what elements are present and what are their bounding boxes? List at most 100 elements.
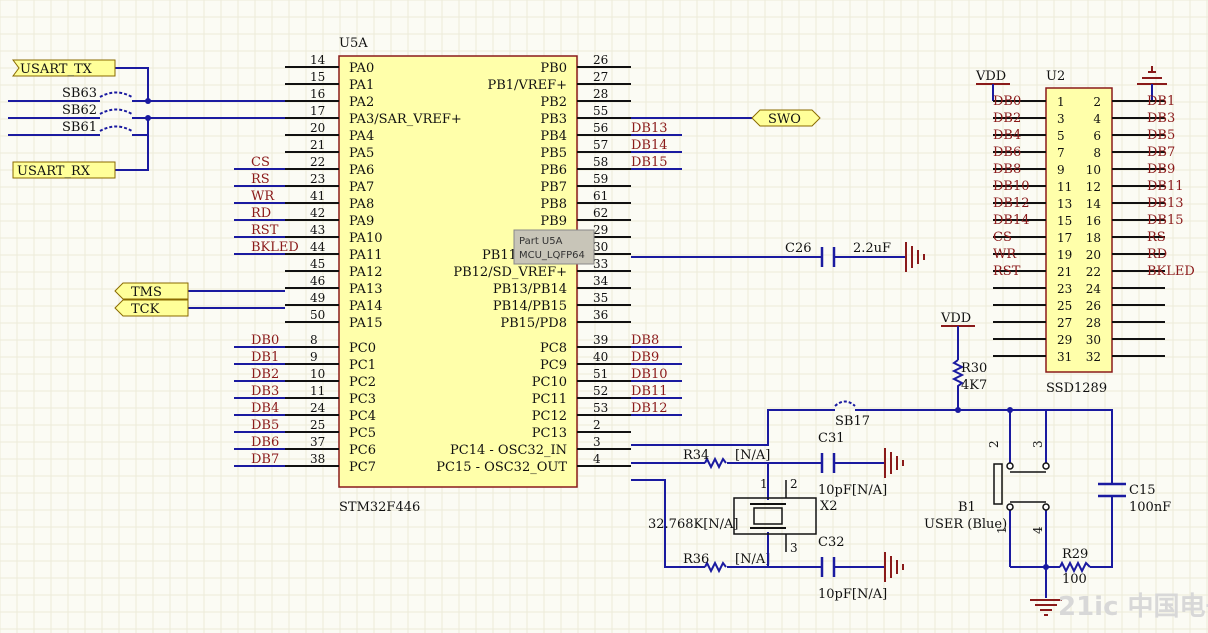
mcu-pin-number: 35: [593, 291, 608, 305]
b1-switch-icon[interactable]: [993, 463, 1003, 505]
mcu-pin-name: PA12: [349, 265, 382, 280]
vdd2-label: VDD: [940, 311, 971, 326]
net-label: DB11: [1147, 179, 1184, 194]
net-label: DB2: [993, 111, 1021, 126]
mcu-pin-name: PB0: [540, 61, 567, 76]
u2-pin-number: 4: [1093, 112, 1101, 126]
mcu-pin-name: PA13: [349, 282, 382, 297]
mcu-pin-number: 17: [310, 104, 325, 118]
junction: [955, 407, 961, 413]
net-label: DB13: [1147, 196, 1184, 211]
mcu-pin-number: 28: [593, 87, 608, 101]
mcu-pin-name: PC12: [532, 409, 567, 424]
swo-section: SWO: [631, 109, 821, 127]
mcu-pin-name: PB3: [540, 112, 567, 127]
r36-ref: R36: [683, 552, 709, 567]
mcu-pin-name: PA7: [349, 180, 374, 195]
mcu-pin-name: PB6: [540, 163, 567, 178]
u2-pin-number: 29: [1057, 333, 1072, 347]
sb63-label: SB63: [62, 86, 97, 101]
sb62-arc: [99, 108, 133, 115]
c32-ground-icon: [884, 552, 904, 582]
mcu-pin-number: 29: [593, 223, 608, 237]
mcu-pin-number: 8: [310, 333, 318, 347]
mcu-body[interactable]: [338, 55, 578, 488]
net-label: WR: [251, 189, 275, 204]
mcu-pin-number: 37: [310, 435, 325, 449]
u2-ground-icon: [1137, 66, 1167, 85]
mcu-pin-name: PB4: [540, 129, 567, 144]
b1-pin3-num: 3: [1031, 440, 1045, 448]
u2-pin-number: 26: [1086, 299, 1101, 313]
mcu-pin-name: PC13: [532, 426, 567, 441]
u2-pin-number: 27: [1057, 316, 1072, 330]
mcu-pin-name: PA0: [349, 61, 374, 76]
mcu-pin-name: PA5: [349, 146, 374, 161]
u2-pin-number: 19: [1057, 248, 1072, 262]
tck-port[interactable]: [114, 299, 189, 317]
sb63-arc: [99, 91, 133, 98]
r30-resistor: [951, 359, 965, 410]
net-label: CS: [251, 155, 270, 170]
swo-port[interactable]: [751, 109, 821, 127]
mcu-pin-number: 11: [310, 384, 325, 398]
u2-pin-number: 5: [1057, 129, 1065, 143]
mcu-pin-name: PC8: [540, 341, 567, 356]
usart-tx-port[interactable]: [12, 59, 116, 77]
net-label: DB3: [1147, 111, 1175, 126]
mcu-pin-number: 22: [310, 155, 325, 169]
c31-ref: C31: [818, 431, 845, 446]
mcu-pin-number: 44: [310, 240, 326, 254]
u2-body[interactable]: [1045, 87, 1113, 373]
b1-pin1-num: 1: [995, 526, 1009, 534]
x2-outline: [733, 497, 817, 535]
mcu-pin-number: 53: [593, 401, 608, 415]
net-label: DB1: [251, 350, 279, 365]
mcu-pin-number: 20: [310, 121, 325, 135]
mcu-pin-number: 21: [310, 138, 325, 152]
wire-osc-out: [631, 479, 885, 568]
mcu-pin-name: PA6: [349, 163, 374, 178]
wire-usart-rx: [115, 117, 285, 171]
mcu-pin-number: 38: [310, 452, 325, 466]
mcu-pin-number: 9: [310, 350, 318, 364]
net-label: DB3: [251, 384, 279, 399]
user-button-section: VDD R30 4K7 2 3 1 4 B1 USER (Blue) R29 1…: [924, 311, 1171, 616]
tooltip-line-1: Part U5A: [519, 236, 563, 247]
mcu-pin-name: PB7: [540, 180, 567, 195]
net-label: DB7: [251, 452, 279, 467]
u2-pin-number: 15: [1057, 214, 1072, 228]
tms-port[interactable]: [114, 282, 189, 300]
b1-value: USER (Blue): [924, 517, 1007, 532]
u2-pin-number: 3: [1057, 112, 1065, 126]
r34-ref: R34: [683, 448, 709, 463]
usart-rx-port[interactable]: [12, 161, 116, 179]
c32-value: 10pF[N/A]: [818, 587, 887, 602]
mcu-pin-number: 33: [593, 257, 608, 271]
u2-designator: U2: [1046, 69, 1065, 84]
mcu-pin-name: PA15: [349, 316, 382, 331]
u2-pin-number: 28: [1086, 316, 1101, 330]
net-label: DB8: [631, 333, 659, 348]
x2-pin1-num: 1: [760, 477, 768, 491]
net-label: DB15: [631, 155, 668, 170]
net-label: RD: [1147, 247, 1167, 262]
mcu-pin-name: PC1: [349, 358, 376, 373]
net-label: DB12: [631, 401, 668, 416]
mcu-pin-number: 27: [593, 70, 608, 84]
mcu-pin-name: PC14 - OSC32_IN: [450, 443, 567, 458]
c26-ref: C26: [785, 241, 812, 256]
mcu-pin-number: 40: [593, 350, 608, 364]
net-label: DB9: [1147, 162, 1175, 177]
u2-pin-number: 18: [1086, 231, 1101, 245]
c26-section: C26 2.2uF: [631, 241, 925, 272]
u2-pin-number: 1: [1057, 95, 1065, 109]
u2-part-name: SSD1289: [1046, 381, 1107, 396]
b1-contact: [1042, 462, 1050, 470]
mcu-pin-number: 46: [310, 274, 325, 288]
mcu-pin-name: PA4: [349, 129, 374, 144]
mcu-pin-name: PC4: [349, 409, 376, 424]
net-label: DB0: [251, 333, 279, 348]
